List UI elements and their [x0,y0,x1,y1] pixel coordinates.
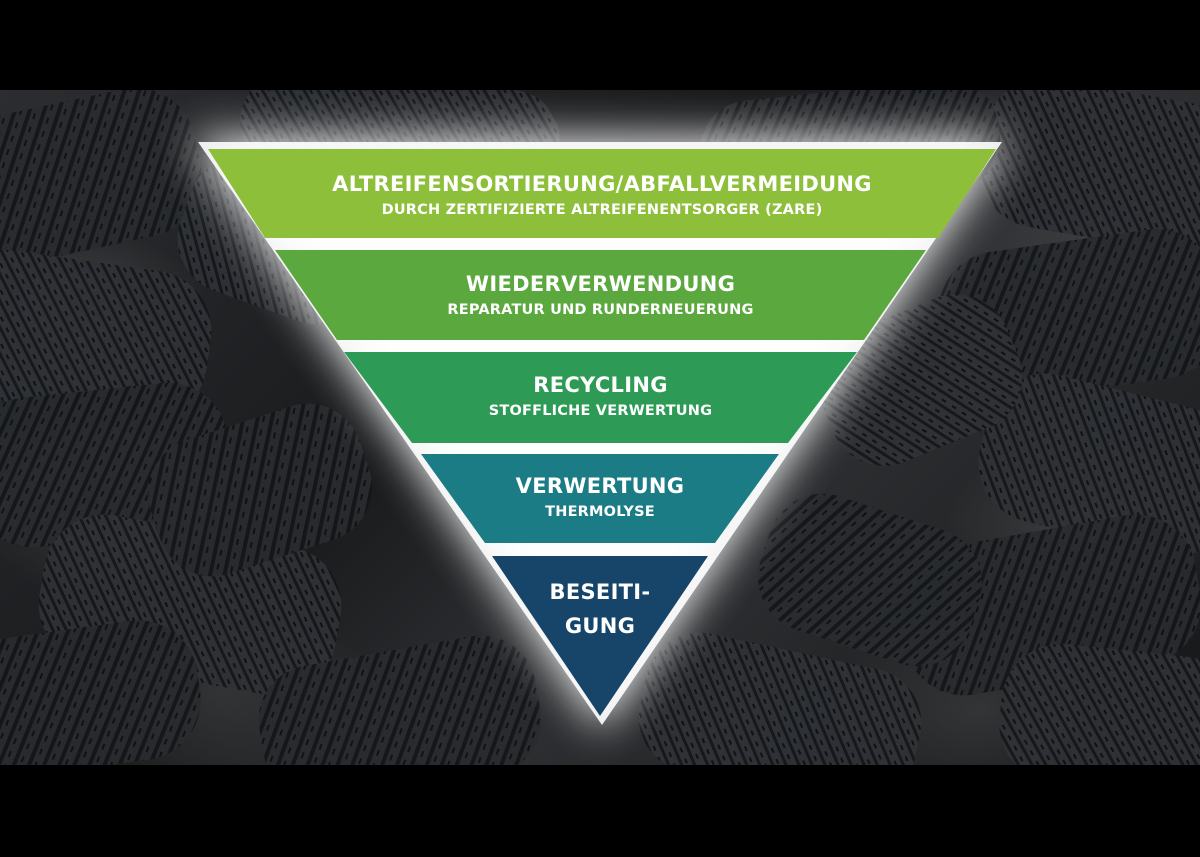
level-1-title: ALTREIFENSORTIERUNG/ABFALLVERMEIDUNG [332,172,872,196]
level-2-label: WIEDERVERWENDUNG REPARATUR UND RUNDERNEU… [275,272,926,319]
level-1-shape [208,149,996,238]
level-1-label: ALTREIFENSORTIERUNG/ABFALLVERMEIDUNG DUR… [208,172,996,219]
level-5-title-line2: GUNG [564,614,636,638]
level-5-label: BESEITI- GUNG [492,575,708,643]
level-4-label: VERWERTUNG THERMOLYSE [421,474,779,521]
tires-illustration [0,90,1200,765]
level-4-title: VERWERTUNG [515,474,685,498]
level-3-title: RECYCLING [533,373,668,397]
level-4-subtitle: THERMOLYSE [545,504,655,520]
letterbox-bottom [0,765,1200,857]
level-3-subtitle: STOFFLICHE VERWERTUNG [488,403,713,419]
level-1-subtitle: DURCH ZERTIFIZIERTE ALTREIFENENTSORGER (… [381,202,823,218]
level-5-title-line1: BESEITI- [549,580,651,604]
level-5-shape [492,556,708,716]
level-2-subtitle: REPARATUR UND RUNDERNEUERUNG [447,302,754,318]
level-3-label: RECYCLING STOFFLICHE VERWERTUNG [344,373,857,420]
level-3-shape [344,352,857,443]
level-4-shape [421,454,779,543]
level-2-title: WIEDERVERWENDUNG [465,272,736,296]
letterbox-top [0,0,1200,90]
level-2-shape [275,250,926,340]
